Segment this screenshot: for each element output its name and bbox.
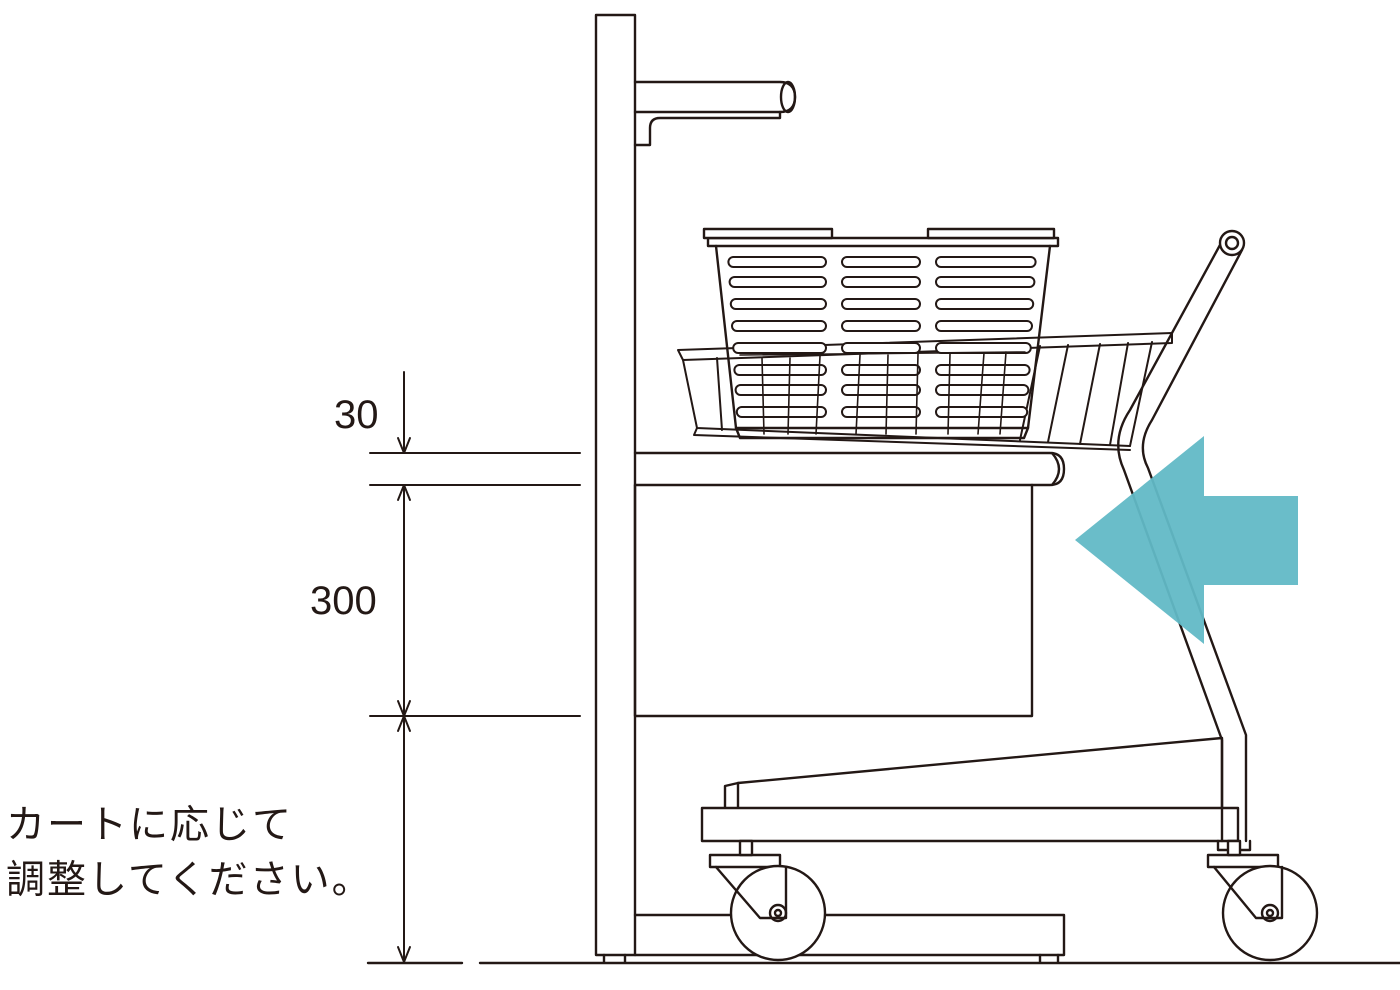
basket-slot <box>841 298 921 310</box>
handle-arm <box>633 80 797 147</box>
counter-shelf <box>633 451 1066 487</box>
basket-slot <box>935 276 1036 288</box>
basket-slot <box>734 384 827 396</box>
rear-caster <box>1206 839 1319 962</box>
basket-slots <box>727 256 1037 418</box>
basket-slot <box>728 276 827 288</box>
basket-slot <box>729 298 827 310</box>
basket-slot <box>935 320 1033 332</box>
push-arrow-icon <box>1075 436 1298 644</box>
basket-slot <box>733 364 828 376</box>
dimension-lines <box>369 371 581 963</box>
basket-slot <box>731 320 827 332</box>
front-caster <box>708 839 827 962</box>
cart-lower-tray <box>723 736 1224 810</box>
basket-slot <box>727 256 828 268</box>
adjustment-note: カートに応じて 調整してください。 <box>6 798 373 908</box>
note-line-1: カートに応じて <box>6 803 294 848</box>
note-line-2: 調整してください。 <box>6 858 373 903</box>
basket-slot <box>841 406 921 418</box>
basket-slot <box>735 406 827 418</box>
basket-slot <box>841 320 921 332</box>
basket-slot <box>841 364 921 376</box>
basket-slot <box>841 276 921 288</box>
basket-grid-overlay <box>739 351 1026 435</box>
cart-handle-end <box>1218 229 1246 257</box>
basket-slot <box>732 342 828 354</box>
dimension-label-30: 30 <box>334 393 379 437</box>
basket-slot <box>841 256 921 268</box>
dimension-label-300: 300 <box>310 579 377 623</box>
counter-base <box>633 913 1066 957</box>
cart-frame-tube <box>1117 243 1248 843</box>
cart-chassis <box>700 806 1240 843</box>
counter-post <box>594 13 637 957</box>
basket-slot <box>935 256 1037 268</box>
basket-slot <box>935 406 1029 418</box>
counter-panel <box>633 483 1034 718</box>
basket-slot <box>935 298 1035 310</box>
shopping-basket <box>702 227 1060 440</box>
basket-slot <box>841 342 921 354</box>
basket-slot <box>841 384 921 396</box>
dimension-arrowheads <box>397 437 411 963</box>
